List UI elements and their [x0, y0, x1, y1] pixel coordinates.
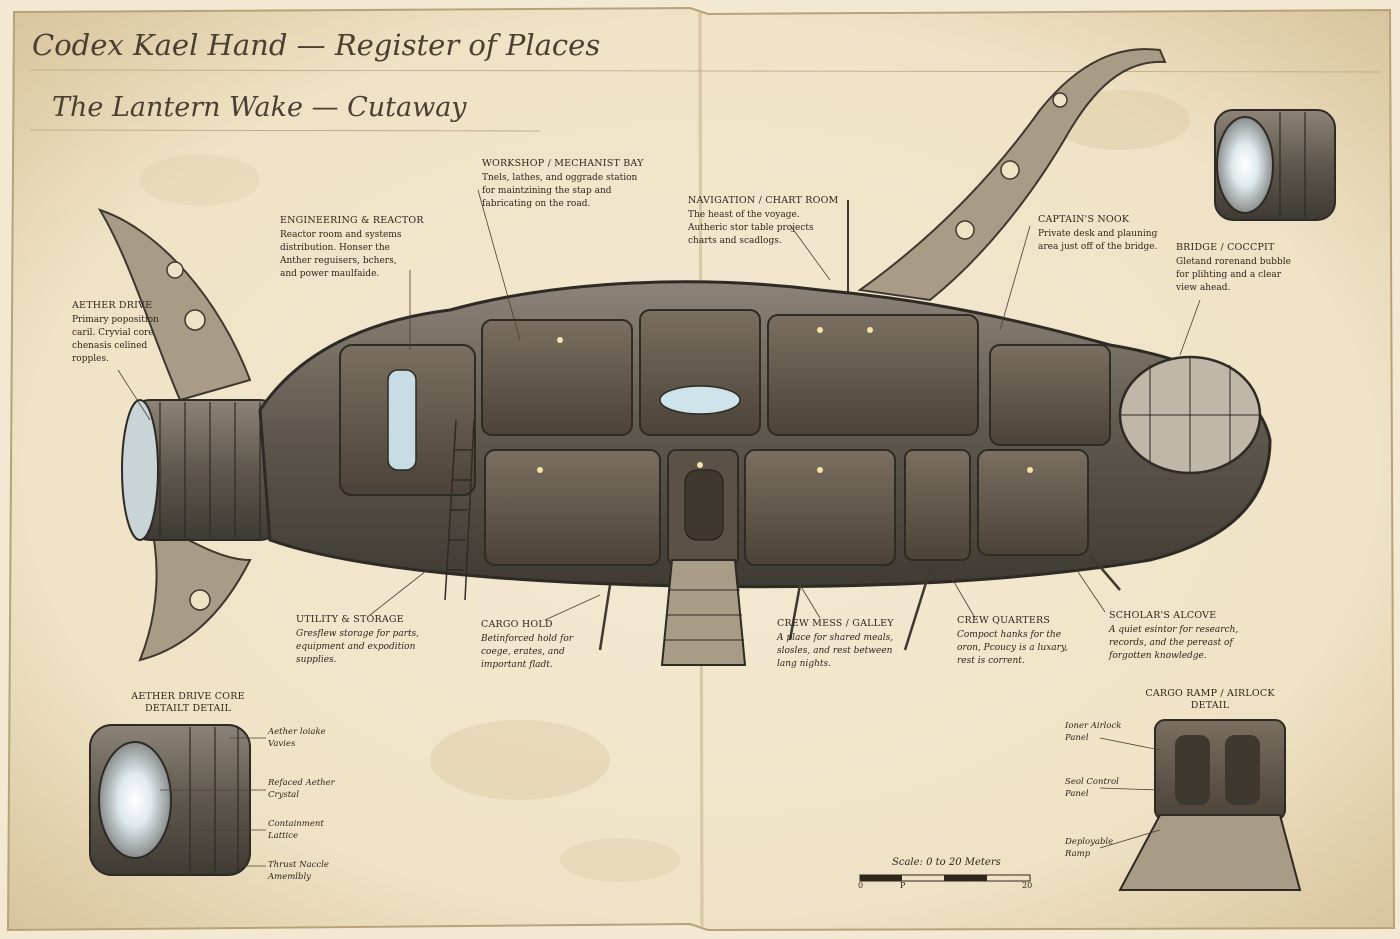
- label-captain-desc-1: Private desk and plauning: [1038, 229, 1158, 239]
- label-cargo-hold-desc-3: important fladt.: [481, 660, 553, 670]
- scale-tick-0: 0: [858, 881, 864, 890]
- label-captain: CAPTAIN'S NOOK Private desk and plauning…: [1038, 214, 1157, 254]
- scale-bar-graphic: [859, 874, 1031, 882]
- detail-ramp-callout-1-line-1: Ioner Airlock: [1065, 721, 1122, 731]
- label-crew-quarters-desc-2: oron, Pcoucy is a luxary,: [957, 643, 1068, 653]
- detail-core-callout-2: Refaced Aether Crystal: [268, 777, 335, 801]
- label-aether-drive-desc-1: Primary poposition: [72, 315, 159, 325]
- label-engineering-desc-3: Anther reguisers, bchers,: [280, 256, 397, 266]
- label-workshop-title: WORKSHOP / MECHANIST BAY: [482, 158, 644, 169]
- label-scholar-alcove-title: SCHOLAR'S ALCOVE: [1109, 610, 1217, 621]
- detail-core-callout-2-line-1: Refaced Aether: [268, 778, 335, 788]
- label-bridge-desc-3: view ahead.: [1176, 283, 1231, 293]
- label-workshop: WORKSHOP / MECHANIST BAY Tnels, lathes, …: [482, 158, 644, 211]
- label-crew-quarters: CREW QUARTERS Compoct hanks for the oron…: [957, 615, 1068, 668]
- label-scholar-alcove-desc-2: records, and the pereast of: [1109, 638, 1233, 648]
- detail-ramp-callout-3: Deployable Ramp: [1065, 836, 1113, 860]
- label-engineering: ENGINEERING & REACTOR Reactor room and s…: [280, 215, 424, 281]
- scale-tick-mid: P: [900, 881, 906, 890]
- label-aether-drive: AETHER DRIVE Primary poposition caril. C…: [72, 300, 159, 366]
- label-crew-mess-title: CREW MESS / GALLEY: [777, 618, 894, 629]
- label-navigation: NAVIGATION / CHART ROOM The heast of the…: [688, 195, 839, 248]
- detail-ramp-callout-1-line-2: Panel: [1065, 733, 1089, 743]
- detail-ramp-callout-3-line-1: Deployable: [1065, 837, 1114, 847]
- detail-core-callout-4-line-2: Amemlbly: [268, 872, 311, 882]
- label-crew-mess: CREW MESS / GALLEY A place for shared me…: [777, 618, 894, 671]
- label-cargo-hold: CARGO HOLD Betinforced hold for coege, e…: [481, 619, 573, 672]
- label-bridge-title: BRIDGE / COCCPIT: [1176, 242, 1275, 253]
- detail-core-callout-3-line-2: Lattice: [268, 831, 299, 841]
- detail-core-callout-4-line-1: Thrust Naccle: [268, 860, 329, 870]
- label-crew-mess-desc-3: lang nights.: [777, 659, 831, 669]
- label-utility-desc-2: equipment and expodition: [296, 642, 416, 652]
- detail-ramp-callout-2-line-1: Seol Control: [1065, 777, 1119, 787]
- detail-ramp-callout-1: Ioner Airlock Panel: [1065, 720, 1121, 744]
- detail-core-callout-2-line-2: Crystal: [268, 790, 299, 800]
- detail-ramp-callout-2-line-2: Panel: [1065, 789, 1089, 799]
- label-workshop-desc-2: for maintzining the stap and: [482, 186, 612, 196]
- detail-ramp-title-line-2: DETAIL: [1190, 700, 1230, 711]
- detail-core-callout-1-line-1: Aether loiake: [268, 727, 326, 737]
- detail-ramp-callout-2: Seol Control Panel: [1065, 776, 1119, 800]
- label-crew-quarters-title: CREW QUARTERS: [957, 615, 1051, 626]
- label-engineering-desc-2: distribution. Honser the: [280, 243, 390, 253]
- label-crew-quarters-desc-1: Compoct hanks for the: [957, 630, 1062, 640]
- label-crew-quarters-desc-3: rest is corrent.: [957, 656, 1025, 666]
- label-aether-drive-desc-4: ropples.: [72, 354, 109, 364]
- label-engineering-desc-1: Reactor room and systems: [280, 230, 402, 240]
- detail-ramp-callout-3-line-2: Ramp: [1065, 849, 1091, 859]
- label-scholar-alcove: SCHOLAR'S ALCOVE A quiet esintor for res…: [1109, 610, 1238, 663]
- label-workshop-desc-1: Tnels, lathes, and oggrade station: [482, 173, 638, 183]
- label-aether-drive-desc-3: chenasis celined: [72, 341, 148, 351]
- label-navigation-desc-2: Autheric stor table projects: [688, 223, 814, 233]
- scale-bar: Scale: 0 to 20 Meters 0 P 20: [858, 857, 1033, 891]
- label-aether-drive-desc-2: caril. Cryvial core: [72, 328, 154, 338]
- label-crew-mess-desc-2: slosles, and rest between: [777, 646, 893, 656]
- diagram-subtitle: The Lantern Wake — Cutaway: [52, 92, 467, 123]
- label-cargo-hold-desc-2: coege, erates, and: [481, 647, 565, 657]
- label-scholar-alcove-desc-3: forgotten knowledge.: [1109, 651, 1207, 661]
- detail-core-callout-4: Thrust Naccle Amemlbly: [268, 859, 329, 883]
- label-utility-desc-1: Gresflew storage for parts,: [296, 629, 420, 639]
- label-navigation-desc-1: The heast of the voyage.: [688, 210, 800, 220]
- label-utility-desc-3: supplies.: [296, 655, 337, 665]
- label-utility: UTILITY & STORAGE Gresflew storage for p…: [296, 614, 419, 667]
- detail-core-callout-3-line-1: Containment: [268, 819, 324, 829]
- label-bridge: BRIDGE / COCCPIT Gletand rorenand bubble…: [1176, 242, 1291, 295]
- label-bridge-desc-1: Gletand rorenand bubble: [1176, 257, 1292, 267]
- detail-core-callout-3: Containment Lattice: [268, 818, 324, 842]
- scale-label: Scale: 0 to 20 Meters: [892, 857, 1001, 868]
- scale-tick-20: 20: [1022, 881, 1033, 890]
- detail-core-callout-1: Aether loiake Vavies: [268, 726, 326, 750]
- label-aether-drive-title: AETHER DRIVE: [72, 300, 153, 311]
- detail-core-callout-1-line-2: Vavies: [268, 739, 296, 749]
- label-workshop-desc-3: fabricating on the road.: [482, 199, 591, 209]
- detail-ramp-title: CARGO RAMP / AIRLOCK DETAIL: [1135, 688, 1285, 712]
- page-title: Codex Kael Hand — Register of Places: [32, 28, 601, 62]
- label-captain-desc-2: area just off of the bridge.: [1038, 242, 1158, 252]
- detail-core-title-line-1: AETHER DRIVE CORE: [131, 691, 245, 702]
- label-crew-mess-desc-1: A place for shared meals,: [777, 633, 894, 643]
- label-captain-title: CAPTAIN'S NOOK: [1038, 214, 1130, 225]
- detail-core-title-line-2: DETAILT DETAIL: [145, 703, 231, 714]
- label-scholar-alcove-desc-1: A quiet esintor for research,: [1109, 625, 1239, 635]
- label-engineering-title: ENGINEERING & REACTOR: [280, 215, 424, 226]
- label-navigation-desc-3: charts and scadlogs.: [688, 236, 782, 246]
- label-engineering-desc-4: and power maulfaide.: [280, 269, 380, 279]
- label-utility-title: UTILITY & STORAGE: [296, 614, 404, 625]
- detail-ramp-title-line-1: CARGO RAMP / AIRLOCK: [1145, 688, 1275, 699]
- label-bridge-desc-2: for plihting and a clear: [1176, 270, 1282, 280]
- label-cargo-hold-desc-1: Betinforced hold for: [481, 634, 574, 644]
- label-navigation-title: NAVIGATION / CHART ROOM: [688, 195, 839, 206]
- label-cargo-hold-title: CARGO HOLD: [481, 619, 553, 630]
- detail-core-title: AETHER DRIVE CORE DETAILT DETAIL: [118, 691, 258, 715]
